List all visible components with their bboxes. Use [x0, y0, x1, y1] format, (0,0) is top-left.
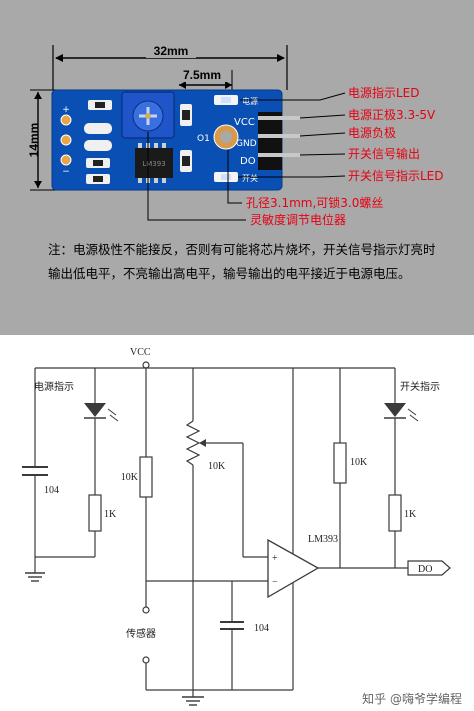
r-1k-b-label: 1K: [404, 509, 417, 520]
do-label: DO: [418, 564, 432, 575]
dim-arrowhead: [34, 92, 42, 99]
mounting-hole: [220, 131, 232, 143]
schematic-panel: VCC 104 电源指示 1K 10K 传感器: [0, 335, 474, 711]
silk-vcc: VCC: [234, 117, 255, 128]
silk-plus: +: [62, 105, 70, 115]
resistor-1k-a: [88, 494, 102, 532]
label-switch-led: 开关信号指示LED: [348, 168, 444, 183]
label-gnd-pin: 电源负极: [348, 126, 396, 140]
label-pot: 灵敏度调节电位器: [250, 212, 346, 227]
silk-power: 电源: [242, 96, 258, 106]
smd-component: [84, 140, 112, 151]
sensor-terminal: [142, 606, 150, 614]
dim-arrowhead: [34, 181, 42, 188]
vcc-label: VCC: [130, 347, 151, 358]
power-led-lens: [221, 97, 231, 103]
left-pad: [60, 114, 72, 126]
dim-14-label: 14mm: [27, 123, 41, 158]
resistor-body: [93, 176, 103, 182]
dim-label-bg: [177, 67, 227, 82]
potentiometer-10k: [185, 420, 201, 466]
light-emission-icon: [407, 408, 419, 422]
label-hole: 孔径3.1mm,可锁3.0螺丝: [246, 195, 383, 210]
polarity-note: 注：电源极性不能接反，否则有可能将芯片烧坏，开关信号指示灯亮时输出低电平，不亮输…: [48, 242, 436, 281]
resistor-body: [93, 160, 103, 166]
module-illustration: 32mm 7.5mm 14mm + −: [27, 42, 444, 227]
resistor-10k-b: [333, 442, 347, 484]
plus-input: +: [272, 553, 278, 564]
label-vcc-pin: 电源正极3.3-5V: [348, 108, 436, 122]
power-led-diode-icon: [84, 403, 106, 417]
silk-do: DO: [240, 156, 256, 167]
dim-7-5-label: 7.5mm: [183, 68, 221, 82]
lm393-chip: [135, 148, 173, 178]
r-10k-b-label: 10K: [350, 457, 368, 468]
resistor-10k-a: [139, 456, 153, 498]
switch-led-diode-icon: [384, 403, 406, 417]
header-pins: [258, 112, 300, 170]
dim-arrowhead: [179, 81, 186, 89]
silk-o1: O1: [197, 134, 210, 144]
resistor-body: [182, 156, 190, 166]
cap2-label: 104: [254, 623, 269, 634]
resistor-1k-b: [388, 494, 402, 532]
label-power-led: 电源指示LED: [348, 85, 420, 100]
callout-lines: [147, 92, 346, 221]
sensor-terminal: [142, 656, 150, 664]
resistor-body: [182, 110, 190, 120]
module-photo-panel: 32mm 7.5mm 14mm + −: [0, 0, 474, 335]
label-do-pin: 开关信号输出: [348, 146, 420, 161]
switch-led-lens: [221, 174, 231, 180]
pot-wiper-arrow: [199, 439, 206, 447]
silk-switch: 开关: [242, 173, 258, 183]
dim-label-bg: [146, 42, 196, 58]
cap1-label: 104: [44, 485, 59, 496]
left-pad: [60, 134, 72, 146]
power-indicator-label: 电源指示: [34, 380, 74, 393]
resistor-body: [95, 102, 105, 108]
do-output-port: [407, 560, 451, 576]
chip-marking: LM393: [142, 160, 165, 168]
r-1k-a-label: 1K: [104, 509, 117, 520]
sensor-label: 传感器: [126, 627, 156, 640]
switch-indicator-label: 开关指示: [400, 380, 440, 393]
circuit-schematic: VCC 104 电源指示 1K 10K 传感器: [22, 347, 451, 706]
silk-minus: −: [62, 167, 70, 177]
minus-input: −: [272, 577, 278, 588]
light-emission-icon: [107, 408, 119, 422]
pot-center: [145, 113, 151, 119]
r-10k-a-label: 10K: [121, 472, 139, 483]
watermark: 知乎 @嗨爷学编程: [362, 692, 462, 706]
comparator-label: LM393: [308, 534, 338, 545]
smd-component: [84, 123, 112, 134]
left-pad: [60, 154, 72, 166]
silk-gnd: GND: [236, 139, 257, 149]
vcc-terminal: [142, 361, 150, 369]
pot-10k-label: 10K: [208, 461, 226, 472]
dim-arrowhead: [225, 81, 232, 89]
dim-arrowhead: [277, 54, 285, 62]
dim-arrowhead: [55, 54, 63, 62]
dim-32-label: 32mm: [154, 44, 189, 58]
